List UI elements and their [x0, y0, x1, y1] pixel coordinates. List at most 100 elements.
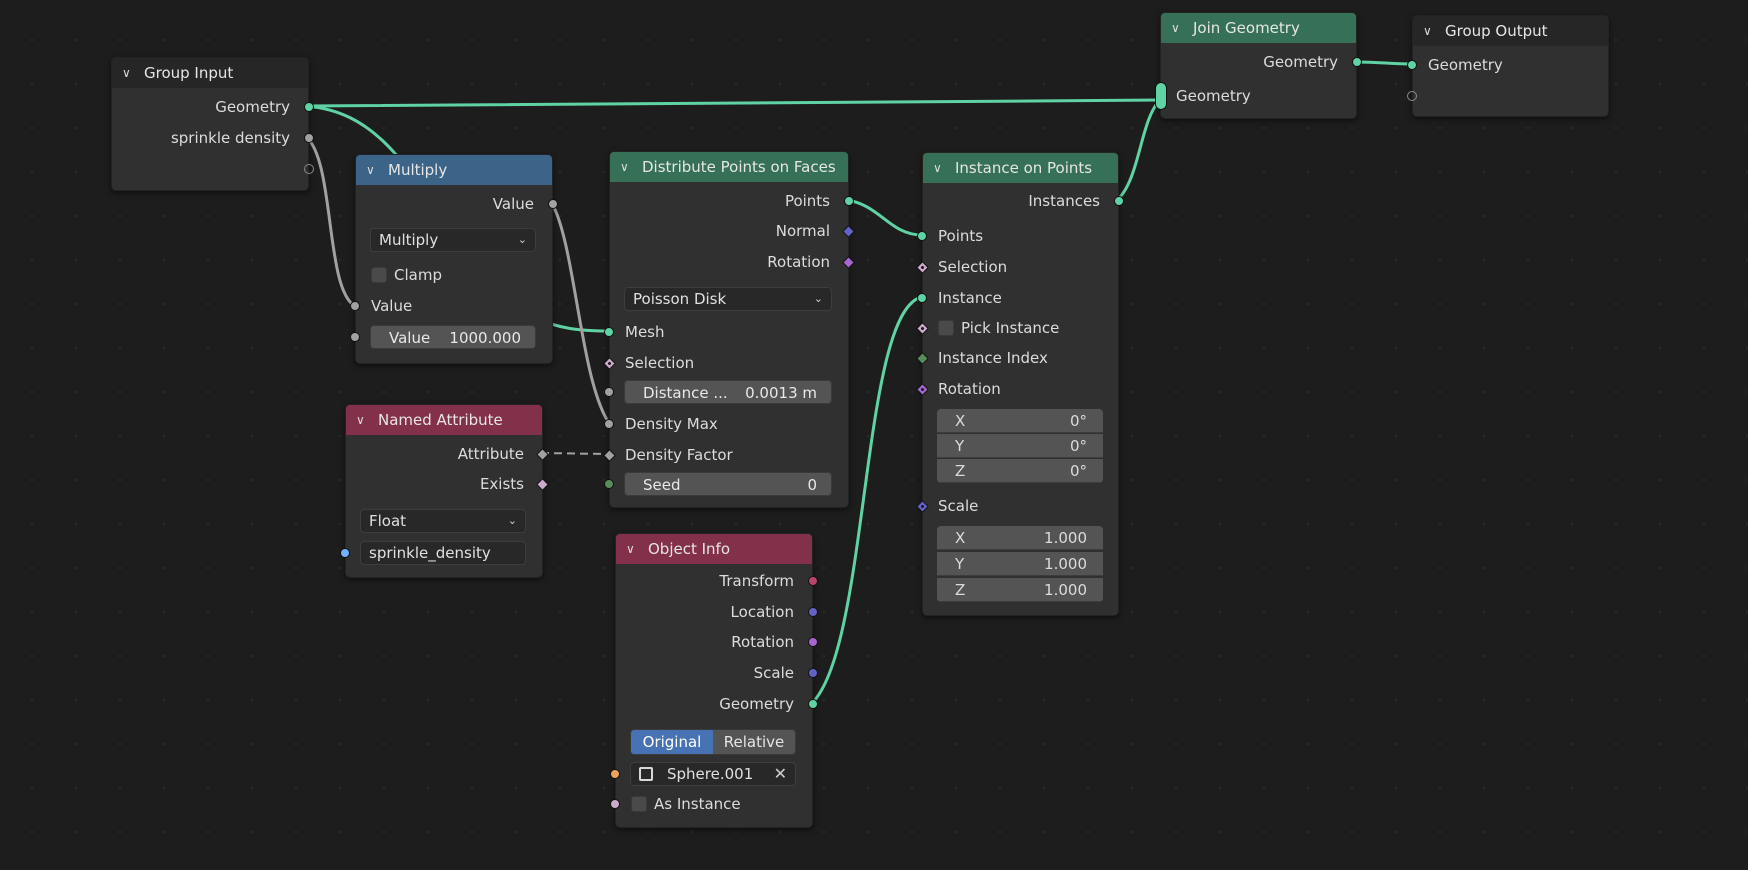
socket-multiply-in-b[interactable]: [350, 332, 360, 342]
rotation-z-field[interactable]: Z 0°: [937, 459, 1103, 483]
socket-multiply-in-a[interactable]: [350, 301, 360, 311]
axis-label: Z: [955, 462, 966, 480]
socket-seed-in[interactable]: [604, 479, 614, 489]
collapse-chevron-icon[interactable]: ∨: [122, 66, 131, 80]
multiply-header[interactable]: ∨ Multiply: [356, 155, 552, 185]
socket-name-in[interactable]: [340, 548, 350, 558]
distribute-mode-dropdown[interactable]: Poisson Disk ⌄: [624, 287, 832, 311]
axis-value: 1.000: [1044, 529, 1087, 547]
pick-instance-checkbox[interactable]: [938, 320, 954, 336]
seed-field[interactable]: Seed 0: [624, 472, 832, 496]
group-input-header[interactable]: ∨ Group Input: [112, 58, 308, 88]
object-info-title: Object Info: [648, 540, 731, 558]
socket-attribute-out[interactable]: [536, 448, 549, 461]
scale-vector[interactable]: X 1.000 Y 1.000 Z 1.000: [937, 526, 1103, 602]
socket-rotation-out[interactable]: [808, 637, 818, 647]
socket-density-out[interactable]: [304, 133, 314, 143]
collapse-chevron-icon[interactable]: ∨: [1171, 21, 1180, 35]
axis-value: 0°: [1069, 462, 1087, 480]
collapse-chevron-icon[interactable]: ∨: [366, 163, 375, 177]
collapse-chevron-icon[interactable]: ∨: [933, 161, 942, 175]
relative-button[interactable]: Relative: [713, 730, 795, 754]
axis-label: Z: [955, 581, 966, 599]
rotation-x-field[interactable]: X 0°: [937, 409, 1103, 433]
socket-empty-out[interactable]: [304, 164, 314, 174]
scale-y-field[interactable]: Y 1.000: [937, 552, 1103, 576]
socket-points-out[interactable]: [844, 196, 854, 206]
multiply-value-field[interactable]: Value 1000.000: [370, 325, 536, 349]
group-input-node[interactable]: ∨ Group Input Geometry sprinkle density: [111, 57, 314, 191]
collapse-chevron-icon[interactable]: ∨: [626, 542, 635, 556]
clamp-checkbox[interactable]: [371, 267, 387, 283]
collapse-chevron-icon[interactable]: ∨: [620, 160, 629, 174]
geometry-output-label: Geometry: [719, 695, 794, 713]
instance-on-points-header[interactable]: ∨ Instance on Points: [923, 153, 1118, 183]
object-info-header[interactable]: ∨ Object Info: [616, 534, 812, 564]
socket-density-factor-in[interactable]: [603, 449, 616, 462]
socket-points-in[interactable]: [917, 231, 927, 241]
seed-label: Seed: [643, 476, 681, 494]
output-sprinkle-density-label: sprinkle density: [170, 129, 290, 147]
socket-multiply-out[interactable]: [548, 199, 558, 209]
socket-join-multi-in[interactable]: [1155, 82, 1167, 110]
socket-instance-index-in[interactable]: [916, 352, 929, 365]
chevron-down-icon: ⌄: [517, 233, 527, 246]
socket-rotation-in[interactable]: [916, 383, 929, 396]
as-instance-checkbox[interactable]: [631, 796, 647, 812]
socket-scale-out[interactable]: [808, 668, 818, 678]
collapse-chevron-icon[interactable]: ∨: [1423, 24, 1432, 38]
group-output-header[interactable]: ∨ Group Output: [1413, 16, 1608, 46]
axis-label: Y: [955, 555, 965, 573]
socket-join-out[interactable]: [1352, 57, 1362, 67]
object-info-node[interactable]: ∨ Object Info Transform Location Rotatio…: [610, 533, 818, 828]
axis-label: X: [955, 529, 966, 547]
distance-min-field[interactable]: Distance ... 0.0013 m: [624, 380, 832, 404]
socket-instance-in[interactable]: [917, 293, 927, 303]
socket-density-max-in[interactable]: [604, 419, 614, 429]
join-geometry-node[interactable]: ∨ Join Geometry Geometry Geometry: [1155, 12, 1362, 119]
socket-instances-out[interactable]: [1114, 196, 1124, 206]
socket-pick-instance-in[interactable]: [916, 322, 929, 335]
distribute-points-node[interactable]: ∨ Distribute Points on Faces Points Norm…: [603, 151, 855, 508]
rotation-y-field[interactable]: Y 0°: [937, 434, 1103, 458]
object-selector[interactable]: Sphere.001 ✕: [630, 762, 796, 786]
socket-geometry-out[interactable]: [808, 699, 818, 709]
instance-on-points-node[interactable]: ∨ Instance on Points Instances Points Se…: [916, 152, 1124, 616]
named-attribute-node[interactable]: ∨ Named Attribute Attribute Exists Float…: [340, 404, 549, 578]
socket-exists-out[interactable]: [536, 478, 549, 491]
scale-z-field[interactable]: Z 1.000: [937, 578, 1103, 602]
chevron-down-icon: ⌄: [507, 514, 517, 527]
socket-rotation-out[interactable]: [842, 256, 855, 269]
socket-transform-out[interactable]: [808, 576, 818, 586]
transform-space-toggle[interactable]: Original Relative: [630, 729, 796, 755]
distribute-points-header[interactable]: ∨ Distribute Points on Faces: [610, 152, 848, 182]
socket-normal-out[interactable]: [842, 225, 855, 238]
rotation-vector[interactable]: X 0° Y 0° Z 0°: [937, 409, 1103, 483]
mesh-input-label: Mesh: [625, 323, 665, 341]
operation-dropdown[interactable]: Multiply ⌄: [370, 228, 536, 252]
socket-as-instance-in[interactable]: [610, 799, 620, 809]
data-type-dropdown[interactable]: Float ⌄: [360, 509, 526, 533]
location-output-label: Location: [730, 603, 794, 621]
socket-selection-in[interactable]: [916, 261, 929, 274]
scale-input-label: Scale: [938, 497, 979, 515]
original-button[interactable]: Original: [631, 730, 713, 754]
scale-x-field[interactable]: X 1.000: [937, 526, 1103, 550]
socket-location-out[interactable]: [808, 607, 818, 617]
socket-distance-in[interactable]: [604, 387, 614, 397]
output-geometry-label: Geometry: [215, 98, 290, 116]
socket-output-geometry-in[interactable]: [1407, 60, 1417, 70]
collapse-chevron-icon[interactable]: ∨: [356, 413, 365, 427]
socket-scale-in[interactable]: [916, 500, 929, 513]
group-output-node[interactable]: ∨ Group Output Geometry: [1407, 15, 1609, 117]
multiply-node[interactable]: ∨ Multiply Value Multiply ⌄ Clamp Value …: [350, 154, 558, 364]
socket-selection-in[interactable]: [603, 357, 616, 370]
join-geometry-header[interactable]: ∨ Join Geometry: [1161, 13, 1356, 43]
named-attribute-header[interactable]: ∨ Named Attribute: [346, 405, 542, 435]
socket-geometry-out[interactable]: [304, 102, 314, 112]
socket-mesh-in[interactable]: [604, 327, 614, 337]
attribute-name-input[interactable]: sprinkle_density: [360, 541, 526, 565]
socket-output-empty-in[interactable]: [1407, 91, 1417, 101]
socket-object-in[interactable]: [610, 769, 620, 779]
clear-object-icon[interactable]: ✕: [773, 764, 787, 783]
